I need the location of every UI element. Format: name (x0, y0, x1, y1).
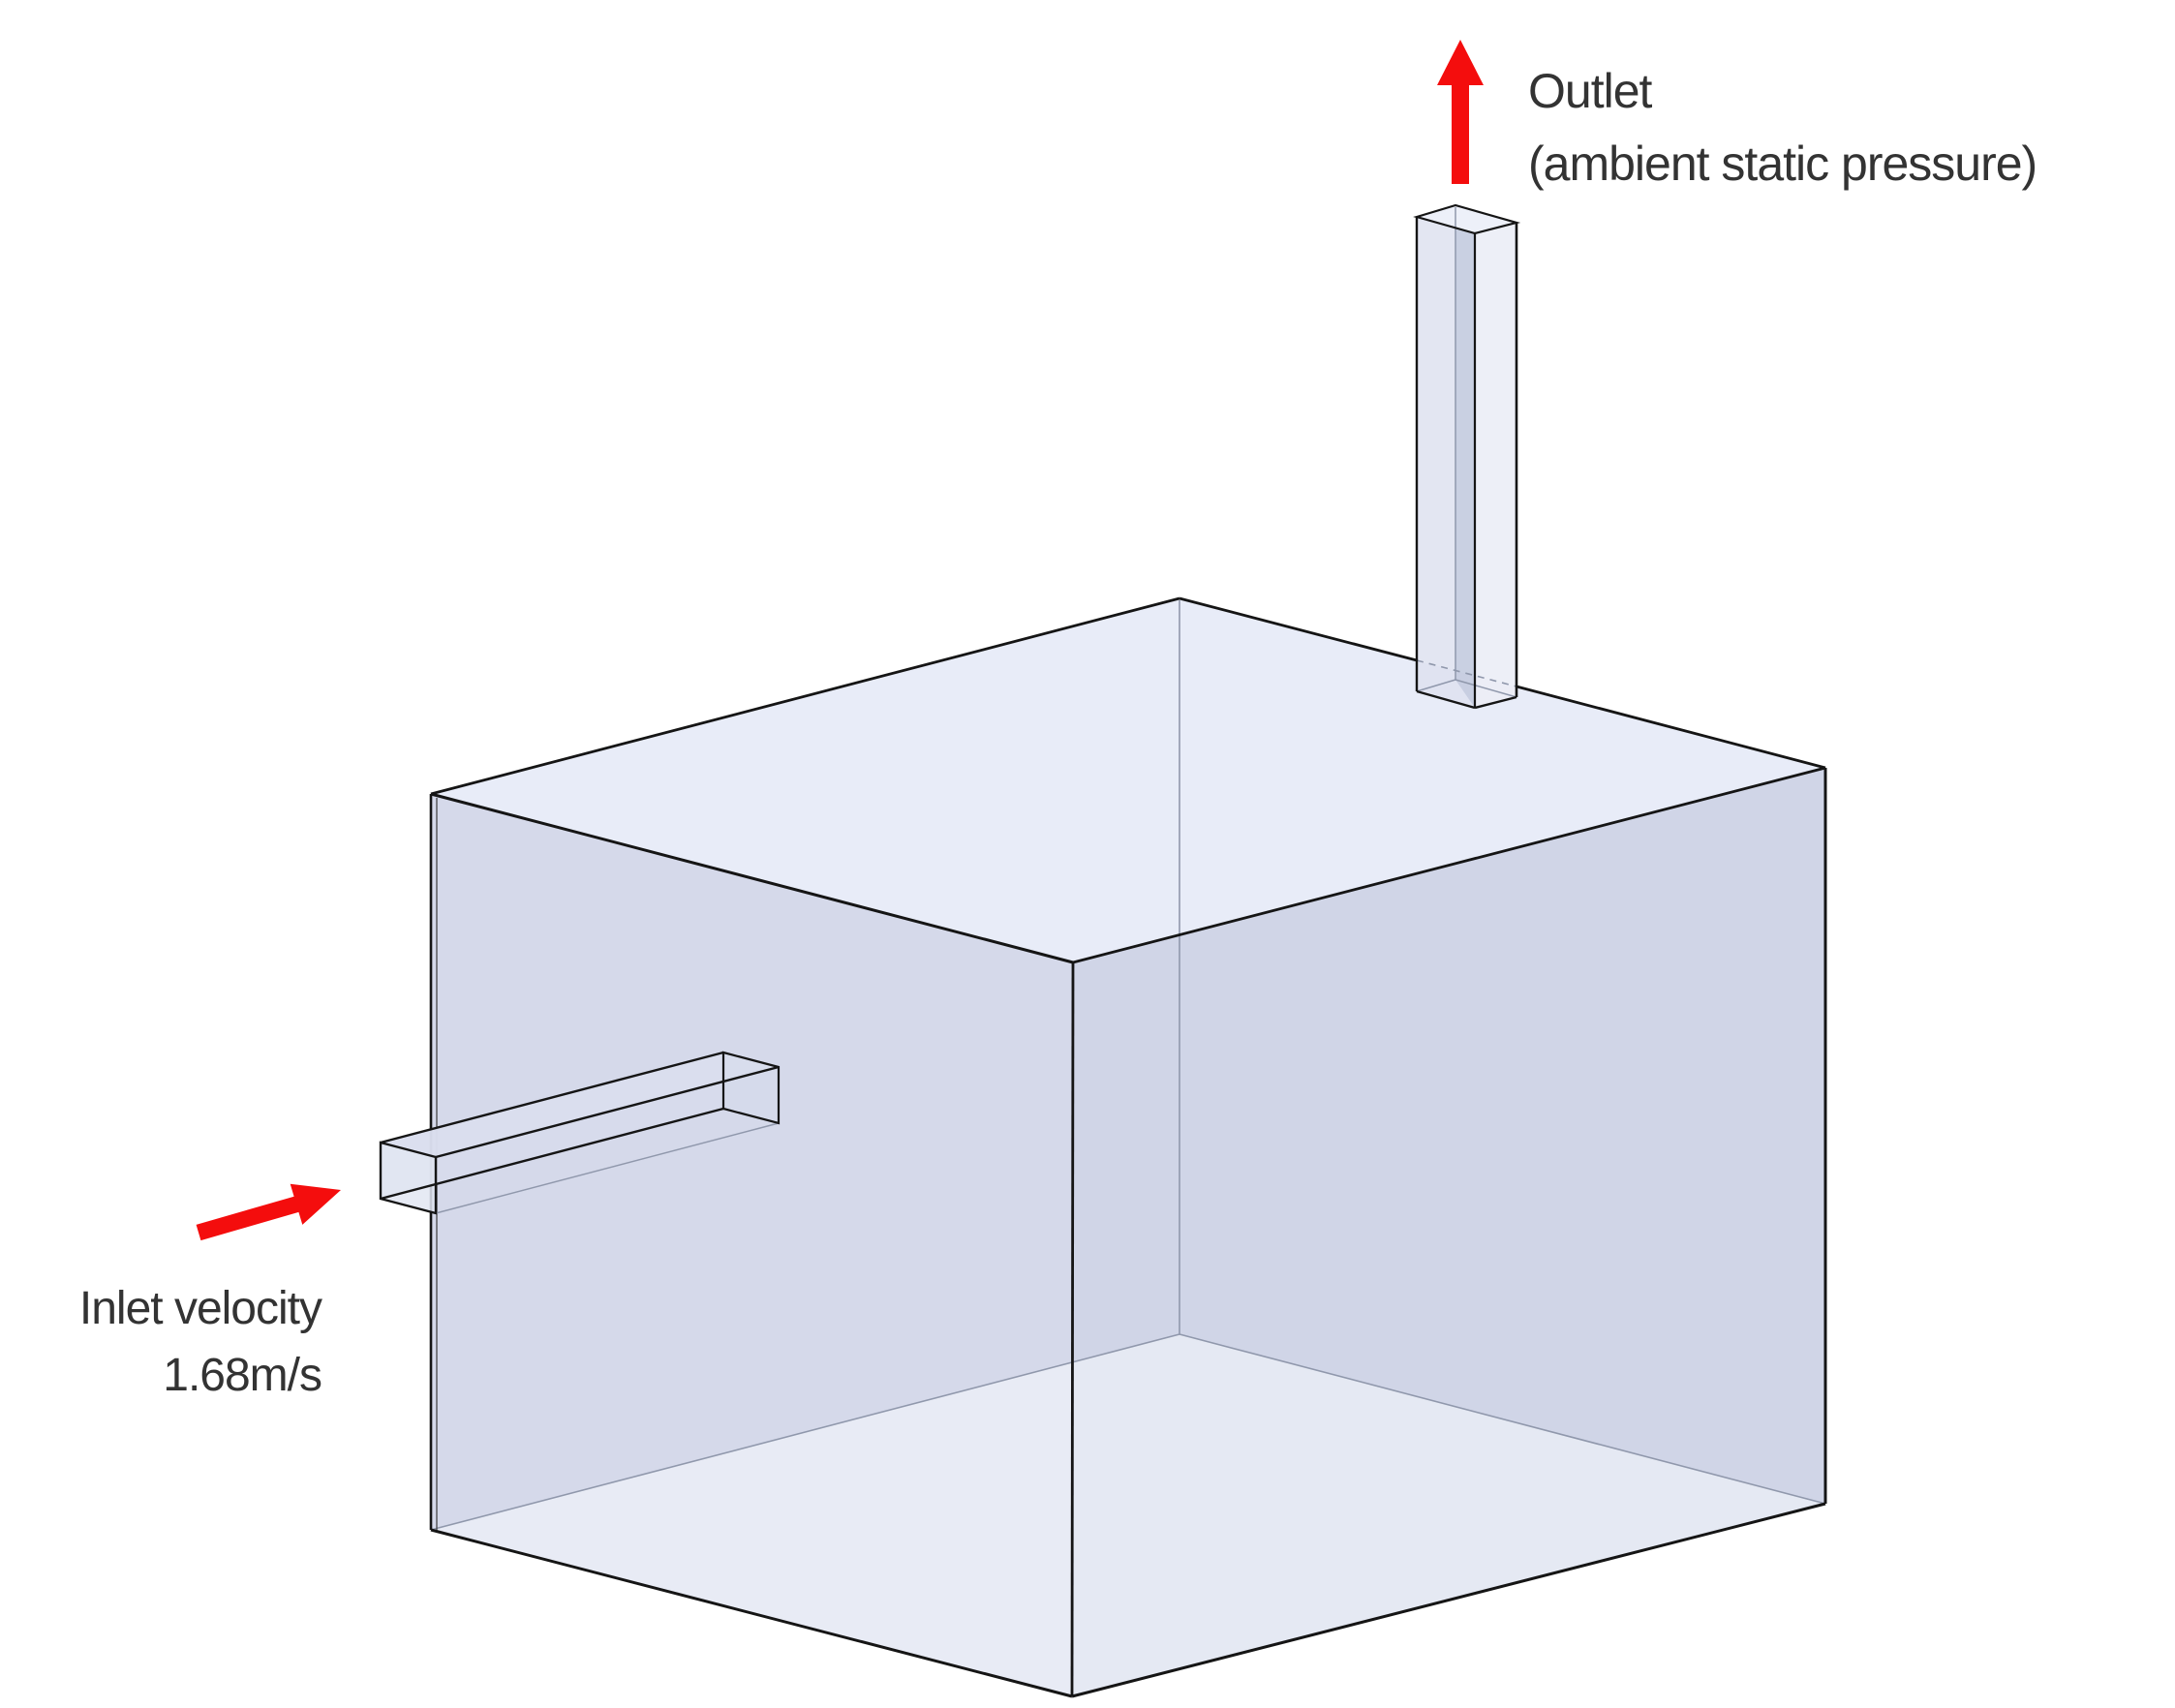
outlet-duct (1413, 203, 1521, 710)
outlet-duct-base-front-left (1416, 689, 1476, 710)
inlet-duct-hidden-bottom-edge (435, 1122, 780, 1214)
box-bottom-face-through (431, 1334, 1825, 1696)
inlet-label: Inlet velocity 1.68m/s (0, 1275, 322, 1409)
inlet-duct-opening-outline (379, 1141, 438, 1215)
inlet-duct (379, 1051, 781, 1215)
top-face-edge-behind-chimney (1416, 659, 1517, 687)
top-front-left-edge (430, 792, 1074, 964)
top-back-right-edge-a (1179, 596, 1418, 662)
inlet-arrow-icon (196, 1183, 341, 1241)
outlet-label: Outlet (ambient static pressure) (1528, 55, 2037, 200)
inlet-label-line2: 1.68m/s (163, 1350, 322, 1401)
inlet-duct-top-far-edge (435, 1065, 780, 1159)
hidden-bottom-left-edge (430, 1333, 1180, 1531)
outlet-duct-hidden-base-right (1455, 679, 1517, 698)
front-vertical-edge (1070, 961, 1075, 1697)
inlet-duct-inner-outline (721, 1051, 781, 1125)
top-back-right-edge-b (1516, 685, 1826, 770)
top-back-left-edge (430, 596, 1180, 796)
bottom-front-left-edge (430, 1528, 1073, 1698)
inlet-label-line1: Inlet velocity (78, 1283, 322, 1334)
top-front-right-edge (1072, 766, 1826, 964)
hidden-bottom-right-edge (1179, 1333, 1826, 1505)
outlet-label-line2: (ambient static pressure) (1528, 137, 2037, 191)
outlet-duct-base-front-right (1474, 695, 1517, 710)
enclosure-box (429, 596, 1827, 1698)
box-hidden-edges (430, 600, 1826, 1531)
outlet-duct-right-highlight (1475, 223, 1516, 708)
outlet-label-line1: Outlet (1528, 64, 1652, 118)
bottom-front-right-edge (1071, 1502, 1826, 1698)
outlet-duct-inner-shadow (1455, 206, 1475, 708)
inlet-duct-top-near-edge (380, 1051, 724, 1144)
outlet-duct-top-opening (1417, 205, 1516, 233)
inlet-duct-bottom-near-edge (380, 1107, 724, 1201)
outlet-arrow-icon (1437, 40, 1484, 184)
outlet-duct-hidden-base-left (1416, 679, 1456, 692)
